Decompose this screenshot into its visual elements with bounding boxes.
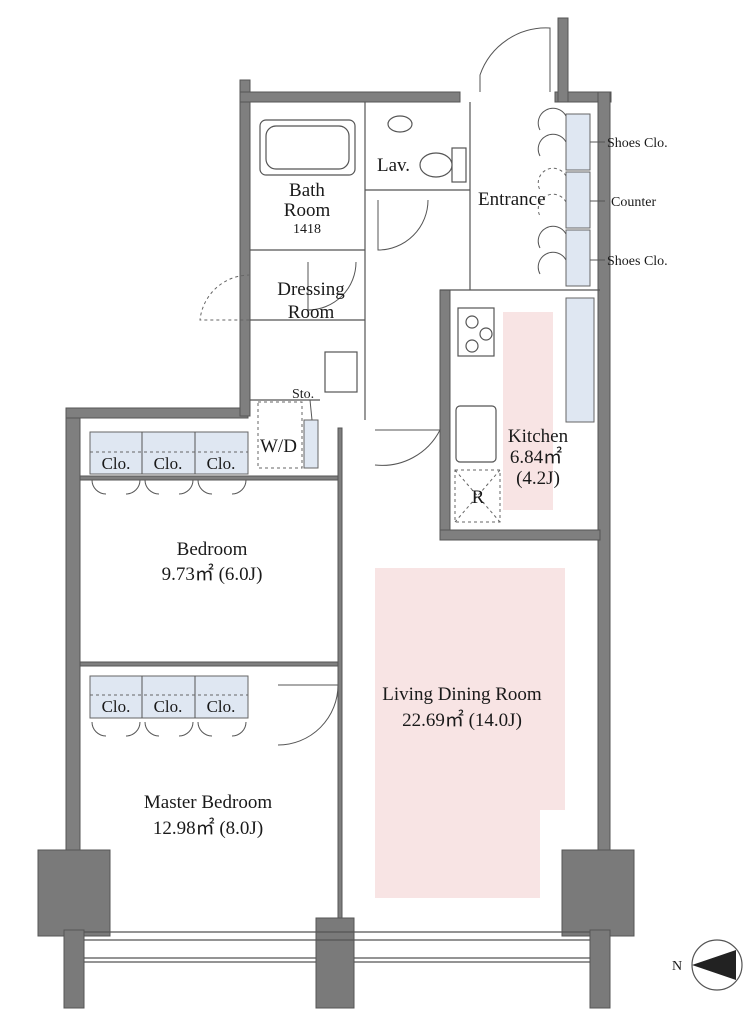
bedroom-name: Bedroom <box>177 539 248 560</box>
master-closets <box>89 675 249 737</box>
fridge-label: R <box>472 487 485 508</box>
dressing-sink <box>324 351 358 393</box>
kitchen-name: Kitchen <box>508 426 569 447</box>
shoes-closet-top <box>565 113 591 171</box>
storage-box <box>303 419 319 469</box>
lav-label: Lav. <box>377 155 410 176</box>
bedroom-closets <box>89 431 249 495</box>
bedroom-closet-label: Clo. <box>102 454 131 473</box>
bath-code: 1418 <box>293 222 321 237</box>
shoes-closet-bottom <box>565 229 591 287</box>
bath-label-line1: Bath <box>289 180 325 201</box>
counter-label: Counter <box>611 195 656 210</box>
compass-icon: N <box>672 939 743 991</box>
lav-sink <box>387 115 413 133</box>
balcony <box>84 931 590 963</box>
shoes-closet-bottom-label: Shoes Clo. <box>607 254 668 269</box>
storage-label: Sto. <box>292 387 314 402</box>
kitchen-tatami: (4.2J) <box>516 468 560 489</box>
compass-label: N <box>672 959 682 974</box>
kitchen-area: 6.84㎡ <box>510 445 562 468</box>
living-name: Living Dining Room <box>382 684 542 705</box>
living-area: 22.69㎡ (14.0J) <box>402 708 522 731</box>
kitchen-cabinet <box>565 297 595 423</box>
kitchen-highlight <box>503 312 553 510</box>
toilet <box>419 147 467 183</box>
bedroom-area: 9.73㎡ (6.0J) <box>162 562 263 585</box>
shoes-closet-top-label: Shoes Clo. <box>607 136 668 151</box>
master-area: 12.98㎡ (8.0J) <box>153 816 263 839</box>
outer-walls <box>65 17 612 921</box>
entrance-door <box>479 27 551 92</box>
living-highlight <box>375 568 565 898</box>
dressing-label-line2: Room <box>288 302 335 323</box>
master-closet-label: Clo. <box>102 697 131 716</box>
interior-walls <box>250 102 600 420</box>
bedroom-closet-label: Clo. <box>154 454 183 473</box>
dressing-label-line1: Dressing <box>277 279 345 300</box>
counter-box <box>565 171 591 229</box>
bedroom-closet-label: Clo. <box>207 454 236 473</box>
pillars <box>37 849 635 1009</box>
stove <box>457 307 495 357</box>
fridge-box <box>454 469 501 523</box>
entrance-label: Entrance <box>478 189 546 210</box>
bath-label-line2: Room <box>284 200 331 221</box>
master-closet-label: Clo. <box>154 697 183 716</box>
washer-dryer-box <box>257 401 303 469</box>
kitchen-sink <box>455 405 497 463</box>
master-closet-label: Clo. <box>207 697 236 716</box>
washer-dryer-label: W/D <box>260 436 297 457</box>
master-name: Master Bedroom <box>144 792 272 813</box>
